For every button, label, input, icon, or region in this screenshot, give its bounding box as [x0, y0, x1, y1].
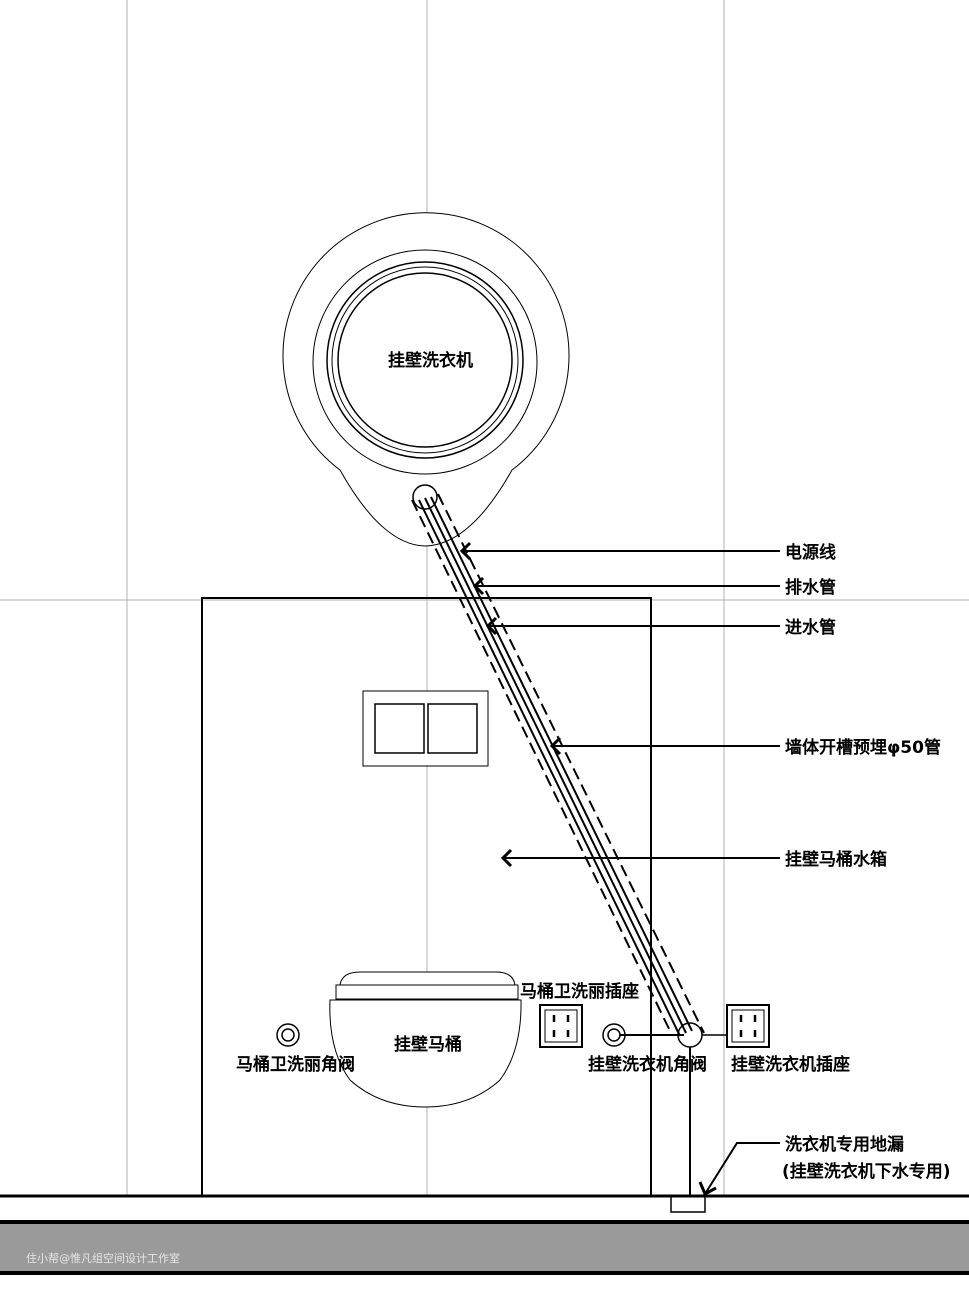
- drain-pipe-label: 排水管: [785, 577, 836, 598]
- pipe-bundle: [411, 484, 706, 1213]
- wall-washer: [282, 212, 570, 547]
- washer-label: 挂壁洗衣机: [388, 350, 473, 371]
- toilet-tank-label: 挂壁马桶水箱: [785, 849, 887, 870]
- toilet-bidet-socket-label: 马桶卫洗丽插座: [520, 981, 639, 1002]
- toilet-bidet-socket: [539, 1004, 583, 1048]
- toilet-label: 挂壁马桶: [394, 1034, 462, 1055]
- wall-groove-label: 墙体开槽预埋φ50管: [785, 737, 941, 758]
- toilet-angle-valve-label: 马桶卫洗丽角阀: [236, 1054, 355, 1075]
- watermark: 住小帮@惟凡组空间设计工作室: [26, 1251, 180, 1265]
- toilet-angle-valve: [276, 1023, 300, 1047]
- floor-drain-note: (挂壁洗衣机下水专用): [782, 1161, 951, 1182]
- wall-toilet: [329, 971, 522, 1108]
- leader-lines: [459, 541, 780, 1197]
- flush-plate: [362, 690, 489, 767]
- washer-socket: [726, 1004, 770, 1048]
- floor-drain-label: 洗衣机专用地漏: [785, 1134, 904, 1155]
- floor: [0, 1194, 969, 1275]
- inlet-pipe-label: 进水管: [785, 617, 836, 638]
- power-cord-label: 电源线: [785, 542, 836, 563]
- washer-angle-valve: [602, 1023, 730, 1047]
- washer-angle-valve-label: 挂壁洗衣机角阀: [588, 1054, 707, 1075]
- washer-socket-label: 挂壁洗衣机插座: [731, 1054, 850, 1075]
